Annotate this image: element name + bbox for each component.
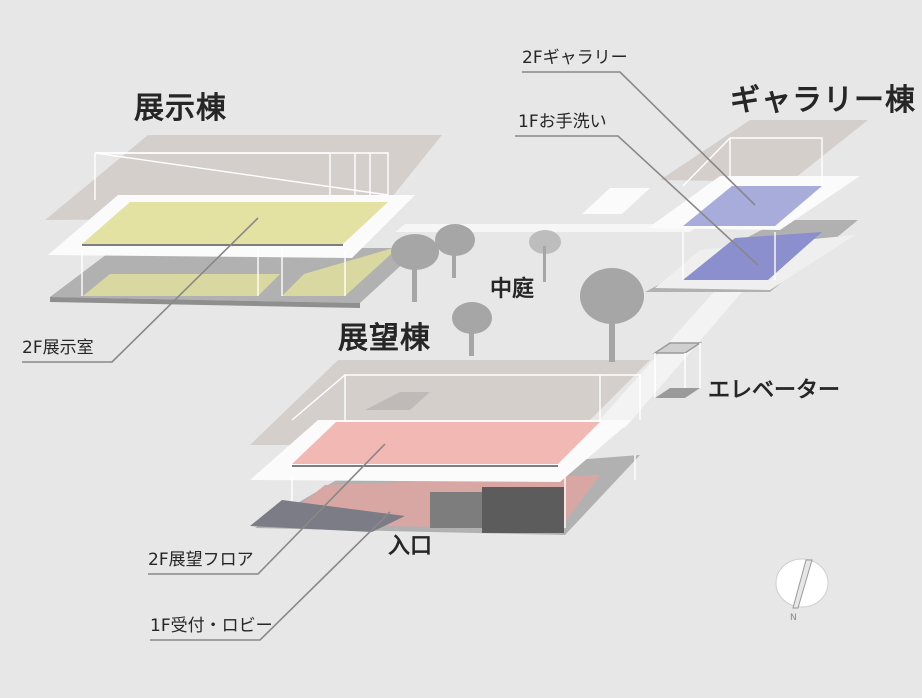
observation-building-label: 展望棟 (338, 321, 431, 356)
callout-1f-restroom: 1Fお手洗い (518, 112, 607, 132)
exhibition-2f-floor (82, 202, 388, 244)
exhibition-building-label: 展示棟 (134, 91, 227, 126)
callout-2f-gallery: 2Fギャラリー (522, 48, 628, 68)
gallery-wireframe (682, 137, 823, 280)
gallery-2f-floor (683, 186, 822, 226)
elevator-shaft (652, 342, 703, 398)
observation-2f-floor (292, 422, 600, 464)
leader-lines (22, 71, 759, 641)
leader-2f-exhibition (22, 217, 259, 363)
tree-icon (452, 302, 492, 356)
elevator-label: エレベーター (708, 378, 841, 403)
callout-2f-exhibition-room: 2F展示室 (22, 338, 94, 358)
courtyard-trees (391, 224, 644, 362)
observation-roof-detail (365, 392, 430, 410)
gallery-1f-floor (683, 232, 822, 280)
exhibition-building (45, 135, 442, 308)
entrance-label: 入口 (388, 534, 433, 559)
gallery-roof-shadow (660, 120, 868, 182)
tree-icon (391, 234, 439, 302)
east-corridor (595, 285, 748, 428)
gallery-bridge (582, 188, 650, 214)
leader-1f-restroom (515, 135, 759, 266)
upper-corridor (395, 224, 700, 232)
exhibition-wireframe (81, 152, 389, 296)
tree-icon (529, 230, 561, 282)
svg-text:N: N (790, 613, 797, 623)
lobby-facade-left (430, 492, 482, 528)
leader-2f-observation (148, 443, 386, 575)
gallery-building-label: ギャラリー棟 (730, 83, 916, 118)
courtyard-label: 中庭 (490, 277, 535, 302)
north-arrow-icon: N (775, 558, 829, 623)
exhibition-1f-floor-left (83, 274, 280, 296)
observation-building (250, 360, 650, 535)
tree-icon (580, 268, 644, 362)
tree-icon (435, 224, 475, 278)
leader-1f-lobby (150, 511, 391, 641)
callout-1f-reception-lobby: 1F受付・ロビー (150, 616, 273, 636)
entrance-canopy (250, 500, 405, 532)
exhibition-base-edge (50, 297, 360, 308)
gallery-building (645, 120, 868, 292)
lobby-facade-right (482, 487, 564, 533)
exhibition-1f-floor-right (282, 246, 400, 296)
corridors (395, 188, 748, 428)
callout-2f-observation-floor: 2F展望フロア (148, 550, 254, 570)
leader-2f-gallery (522, 71, 756, 206)
